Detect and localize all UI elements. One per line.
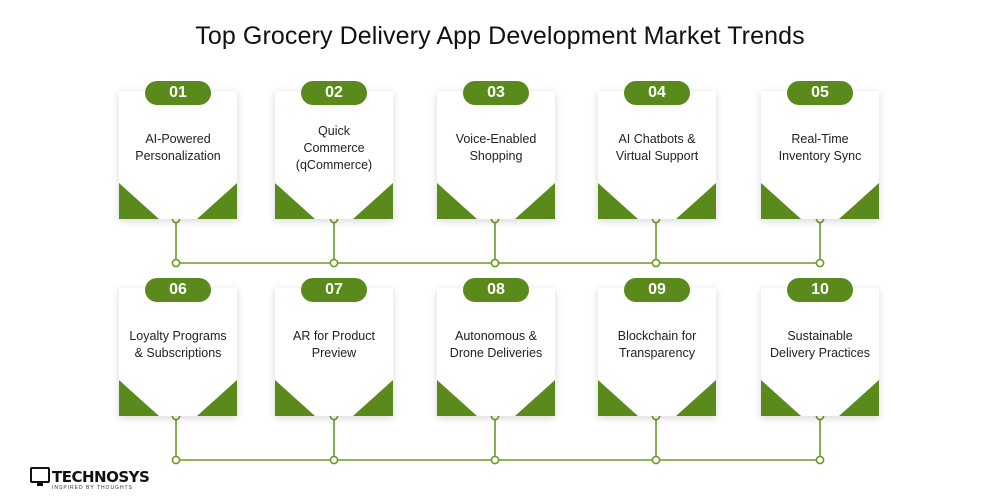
trend-label: Loyalty Programs & Subscriptions [129, 329, 227, 360]
trend-number-badge: 01 [145, 81, 211, 105]
corner-triangle-right [353, 380, 393, 416]
trend-number-badge: 04 [624, 81, 690, 105]
trend-number-badge: 02 [301, 81, 367, 105]
trend-label: AI Chatbots & Virtual Support [615, 132, 699, 163]
corner-triangle-right [676, 183, 716, 219]
trend-label: Quick Commerce (qCommerce) [295, 123, 373, 172]
brand-tagline: INSPIRED BY THOUGHTS [52, 485, 133, 491]
brand-logo: TECHNOSYS INSPIRED BY THOUGHTS [30, 466, 150, 494]
corner-triangle-right [839, 380, 879, 416]
trend-label: AI-Powered Personalization [135, 132, 221, 163]
trend-label: Voice-Enabled Shopping [455, 132, 537, 163]
trend-card-07: 07 AR for Product Preview [275, 278, 393, 416]
trend-number-badge: 06 [145, 278, 211, 302]
trend-card-06: 06 Loyalty Programs & Subscriptions [119, 278, 237, 416]
trend-card-03: 03 Voice-Enabled Shopping [437, 81, 555, 219]
corner-triangle-left [598, 380, 638, 416]
connector-node [329, 455, 339, 465]
trend-card-05: 05 Real-Time Inventory Sync [761, 81, 879, 219]
trend-label: Blockchain for Transparency [617, 329, 697, 360]
connector-node [171, 258, 181, 268]
corner-triangle-left [761, 380, 801, 416]
trend-number-badge: 05 [787, 81, 853, 105]
trend-label: Sustainable Delivery Practices [769, 329, 871, 360]
connector-node [815, 455, 825, 465]
corner-triangle-left [761, 183, 801, 219]
connector-node [329, 258, 339, 268]
trend-label: Real-Time Inventory Sync [778, 132, 862, 163]
trend-card-08: 08 Autonomous & Drone Deliveries [437, 278, 555, 416]
trend-card-01: 01 AI-Powered Personalization [119, 81, 237, 219]
trend-number-badge: 10 [787, 278, 853, 302]
corner-triangle-left [437, 380, 477, 416]
trend-card-02: 02 Quick Commerce (qCommerce) [275, 81, 393, 219]
corner-triangle-right [515, 380, 555, 416]
corner-triangle-right [197, 380, 237, 416]
corner-triangle-left [437, 183, 477, 219]
trend-card-04: 04 AI Chatbots & Virtual Support [598, 81, 716, 219]
page-title: Top Grocery Delivery App Development Mar… [195, 22, 805, 50]
corner-triangle-left [119, 380, 159, 416]
corner-triangle-right [839, 183, 879, 219]
corner-triangle-left [275, 183, 315, 219]
trend-card-10: 10 Sustainable Delivery Practices [761, 278, 879, 416]
trend-card-09: 09 Blockchain for Transparency [598, 278, 716, 416]
connector-node [651, 455, 661, 465]
connector-node [171, 455, 181, 465]
monitor-icon [30, 467, 50, 486]
trend-number-badge: 09 [624, 278, 690, 302]
corner-triangle-right [353, 183, 393, 219]
trend-number-badge: 03 [463, 81, 529, 105]
trend-label: Autonomous & Drone Deliveries [449, 329, 543, 360]
connector-node [490, 258, 500, 268]
connector-node [490, 455, 500, 465]
connector-node [651, 258, 661, 268]
corner-triangle-left [275, 380, 315, 416]
trend-label: AR for Product Preview [293, 329, 375, 360]
corner-triangle-right [515, 183, 555, 219]
corner-triangle-right [676, 380, 716, 416]
connector-node [815, 258, 825, 268]
corner-triangle-right [197, 183, 237, 219]
brand-name: TECHNOSYS [52, 468, 150, 486]
trend-number-badge: 08 [463, 278, 529, 302]
trend-number-badge: 07 [301, 278, 367, 302]
corner-triangle-left [119, 183, 159, 219]
corner-triangle-left [598, 183, 638, 219]
